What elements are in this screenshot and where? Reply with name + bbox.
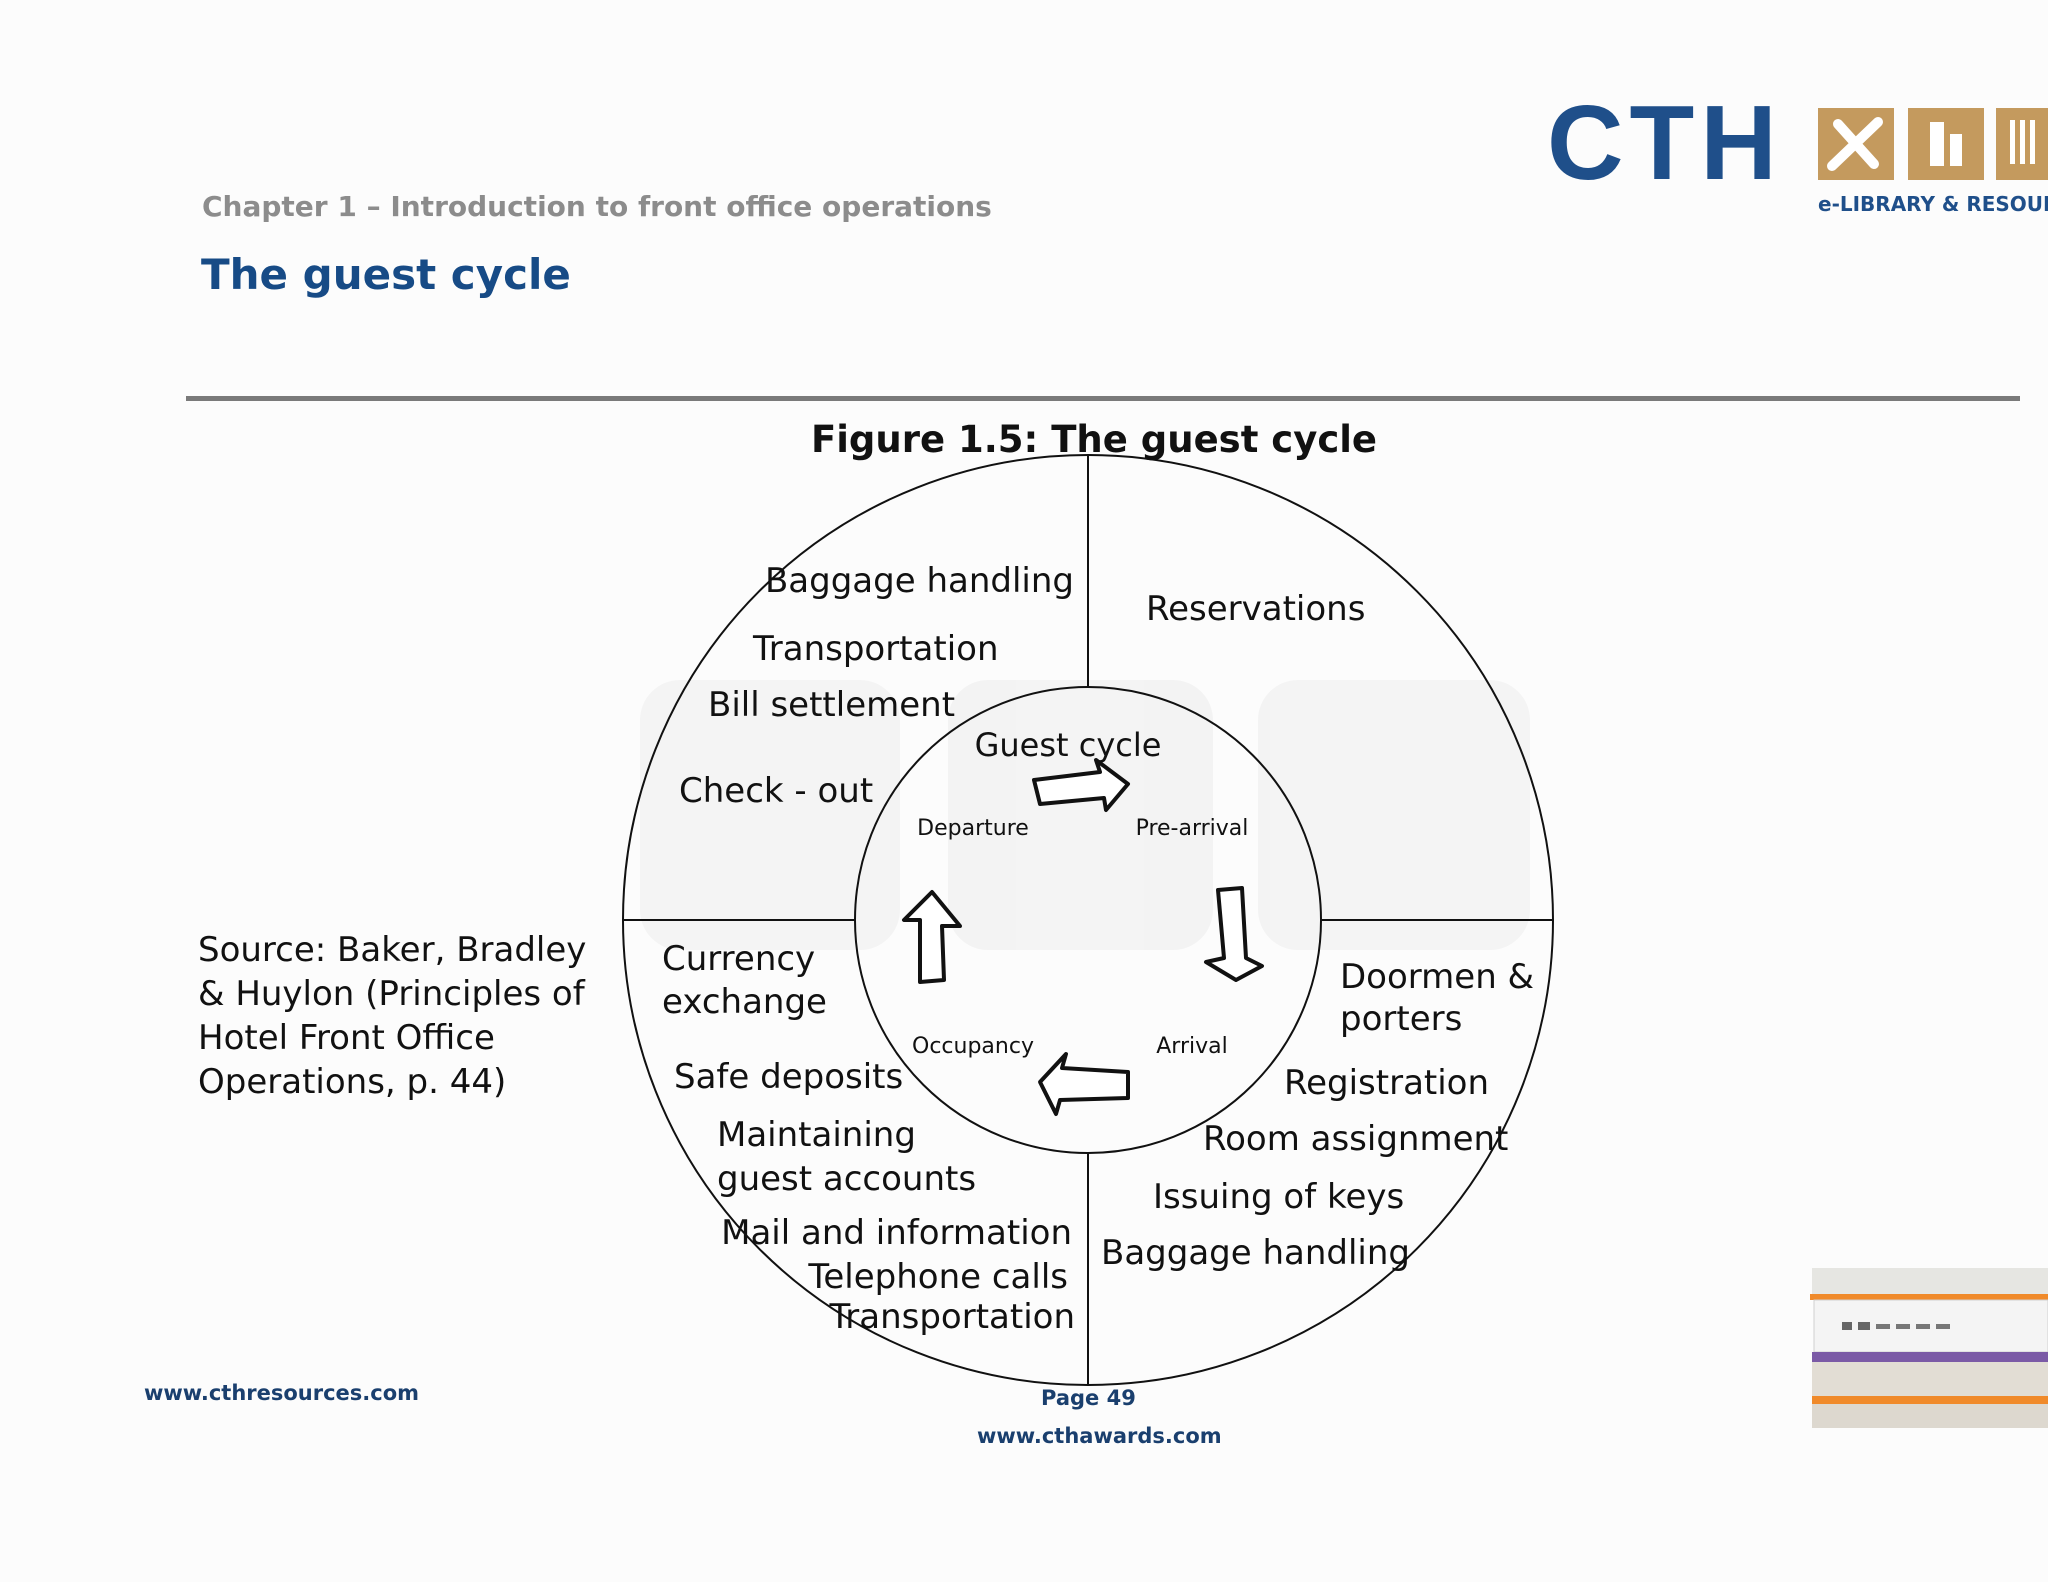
occupancy-item: Mail and information [721,1213,1072,1253]
watermark-logo [640,680,1530,950]
arrival-item: Registration [1284,1063,1489,1103]
occupancy-item: Maintaining [717,1115,916,1155]
arrow-right-icon [1032,758,1130,812]
departure-item: Baggage handling [765,561,1074,601]
occupancy-item: Currency [662,939,815,979]
departure-item: Transportation [752,629,999,669]
books-illustration [1810,1268,2048,1428]
logo-text: CTH [1547,84,1783,202]
occupancy-item: Telephone calls [807,1257,1068,1297]
figure-title: Figure 1.5: The guest cycle [811,418,1377,461]
chapter-heading: Chapter 1 – Introduction to front office… [202,190,992,223]
page-title: The guest cycle [201,250,571,299]
divider-rule [186,396,2020,401]
occupancy-item: Safe deposits [674,1057,903,1097]
stage-departure: Departure [917,816,1029,841]
arrival-item: Doormen & [1340,957,1534,997]
arrival-item: porters [1340,999,1462,1039]
occupancy-item: guest accounts [717,1159,976,1199]
center-label: Guest cycle [975,726,1162,764]
arrow-down-icon [1204,886,1264,982]
arrival-item: Baggage handling [1101,1233,1410,1273]
logo-subtitle: e-LIBRARY & RESOURCE [1818,192,2048,216]
page-number: Page 49 [1041,1386,1136,1410]
occupancy-item: exchange [662,982,827,1022]
arrival-item: Issuing of keys [1153,1177,1404,1217]
stage-occupancy: Occupancy [912,1034,1034,1059]
logo-fork-icon [1996,108,2048,180]
arrow-left-icon [1038,1052,1130,1116]
occupancy-item: Transportation [828,1297,1075,1337]
arrival-item: Room assignment [1203,1119,1508,1159]
arrow-up-icon [902,890,962,984]
logo-door-icon [1908,108,1984,180]
departure-item: Check - out [679,771,873,811]
logo-plane-icon [1818,108,1894,180]
footer-resources-link[interactable]: www.cthresources.com [144,1381,420,1405]
departure-item: Bill settlement [708,685,955,725]
pre-arrival-item: Reservations [1146,589,1365,629]
stage-pre-arrival: Pre-arrival [1136,816,1249,841]
footer-awards-link[interactable]: www.cthawards.com [977,1424,1222,1448]
stage-arrival: Arrival [1156,1034,1227,1059]
source-note: Source: Baker, Bradley & Huylon (Princip… [198,930,587,1102]
